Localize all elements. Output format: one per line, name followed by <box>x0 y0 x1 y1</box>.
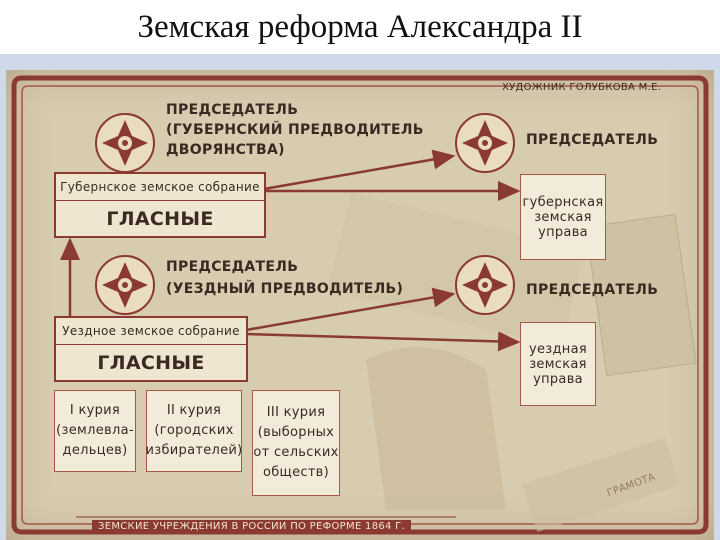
curia-box-3: III курия (выборных от сельских обществ) <box>252 390 340 496</box>
uezd-assembly-label: Уездное земское собрание <box>56 318 246 345</box>
curia-box-2: II курия (городских избирателей) <box>145 390 243 472</box>
gubernia-uprava-box: губернская земская управа <box>520 174 606 260</box>
curia-line: I курия <box>69 403 121 418</box>
ornament-icon <box>95 113 155 173</box>
gubernia-chairman-line: (ГУБЕРНСКИЙ ПРЕДВОДИТЕЛЬ <box>166 122 424 138</box>
uezd-uprava-box: уездная земская управа <box>520 322 596 406</box>
slide-title: Земская реформа Александра II <box>0 0 720 55</box>
bottom-caption: ЗЕМСКИЕ УЧРЕЖДЕНИЯ В РОССИИ ПО РЕФОРМЕ 1… <box>92 520 412 533</box>
gubernia-chairman-line: ПРЕДСЕДАТЕЛЬ <box>166 102 299 118</box>
ornament-icon <box>95 255 155 315</box>
artist-credit: ХУДОЖНИК ГОЛУБКОВА М.Е. <box>502 82 662 93</box>
uezd-uprava-line: уездная <box>529 341 587 357</box>
gubernia-assembly-label: Губернское земское собрание <box>56 174 264 201</box>
uezd-chairman-line: (УЕЗДНЫЙ ПРЕДВОДИТЕЛЬ) <box>166 281 404 297</box>
curia-line: дельцев) <box>62 443 128 458</box>
uezd-uprava-chairman: ПРЕДСЕДАТЕЛЬ <box>526 282 659 298</box>
curia-line: от сельских <box>253 445 339 460</box>
gubernia-chairman-line: ДВОРЯНСТВА) <box>166 142 285 158</box>
curia-line: обществ) <box>262 465 330 480</box>
gubernia-uprava-line: управа <box>538 224 588 240</box>
uezd-uprava-line: управа <box>533 371 583 387</box>
gubernia-uprava-line: губернская <box>522 194 604 210</box>
gubernia-uprava-chairman: ПРЕДСЕДАТЕЛЬ <box>526 132 659 148</box>
uezd-glasnye: ГЛАСНЫЕ <box>97 351 205 374</box>
uezd-assembly-box: Уездное земское собрание ГЛАСНЫЕ <box>54 316 248 382</box>
uezd-chairman: ПРЕДСЕДАТЕЛЬ (УЕЗДНЫЙ ПРЕДВОДИТЕЛЬ) <box>166 256 403 300</box>
gubernia-uprava-line: земская <box>534 209 592 225</box>
ornament-icon <box>455 255 515 315</box>
curia-line: (землевла- <box>56 423 134 438</box>
gubernia-chairman: ПРЕДСЕДАТЕЛЬ (ГУБЕРНСКИЙ ПРЕДВОДИТЕЛЬ ДВ… <box>166 100 424 160</box>
curia-line: избирателей) <box>145 443 243 458</box>
uezd-chairman-line: ПРЕДСЕДАТЕЛЬ <box>166 259 299 275</box>
curia-line: (выборных <box>257 425 335 440</box>
gubernia-glasnye: ГЛАСНЫЕ <box>106 207 214 230</box>
slide-title-text: Земская реформа Александра II <box>137 8 583 45</box>
gubernia-assembly-box: Губернское земское собрание ГЛАСНЫЕ <box>54 172 266 238</box>
curia-box-1: I курия (землевла- дельцев) <box>54 390 136 472</box>
ornament-icon <box>455 113 515 173</box>
curia-line: (городских <box>154 423 234 438</box>
curia-line: III курия <box>266 405 326 420</box>
uezd-uprava-line: земская <box>529 356 587 372</box>
poster-frame <box>11 75 709 535</box>
curia-line: II курия <box>166 403 222 418</box>
poster: ХУДОЖНИК ГОЛУБКОВА М.Е. ПРЕДСЕДАТЕЛЬ (ГУ… <box>6 70 714 540</box>
